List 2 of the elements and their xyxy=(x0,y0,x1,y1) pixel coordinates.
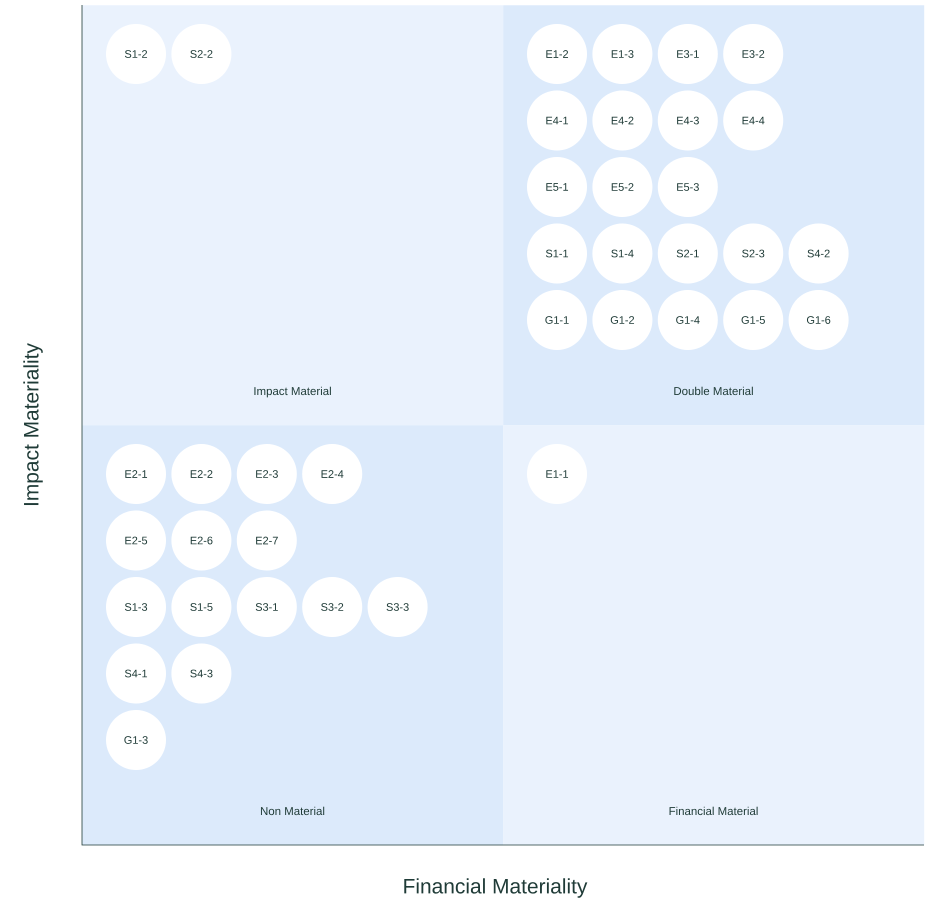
axis-label: Impact Materiality xyxy=(23,343,43,506)
axis-label: Financial Materiality xyxy=(404,878,588,898)
